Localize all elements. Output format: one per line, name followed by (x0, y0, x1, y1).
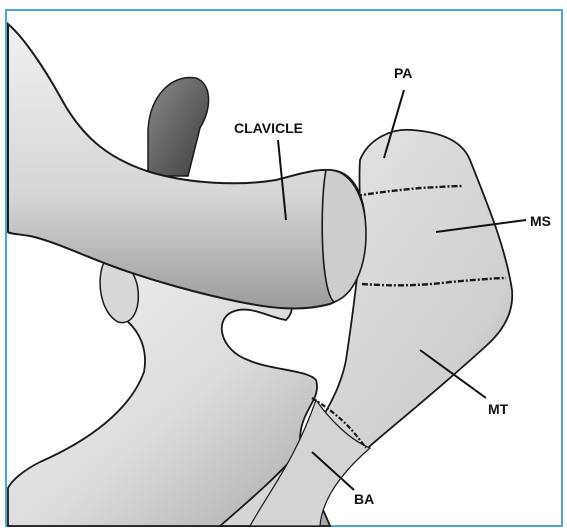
label-mt: MT (488, 401, 509, 417)
label-ms: MS (530, 213, 551, 229)
label-ba: BA (354, 491, 374, 507)
label-pa: PA (394, 65, 412, 81)
label-clavicle: CLAVICLE (234, 120, 303, 136)
